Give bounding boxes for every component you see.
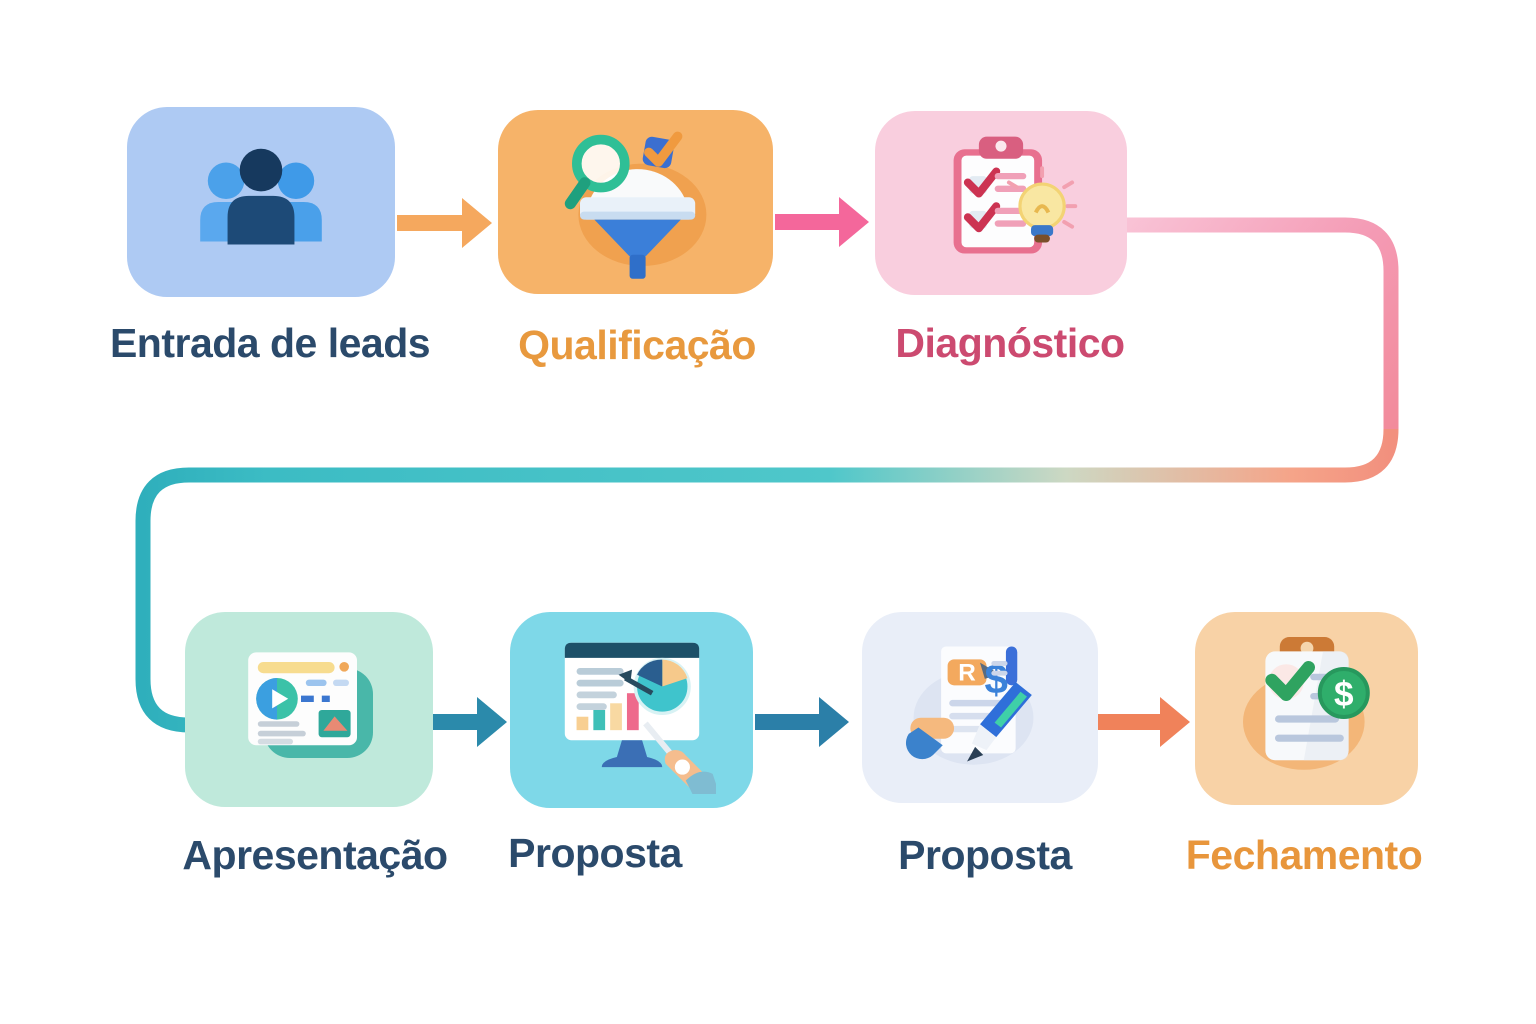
arrow-proposta-to-proposta (755, 697, 849, 747)
coin-currency-symbol: $ (1334, 674, 1354, 713)
funnel-search-icon (564, 131, 706, 279)
stage-card-qualificacao (498, 110, 773, 294)
stage-card-diagnostico (875, 111, 1127, 295)
doc-currency-symbol: $ (984, 655, 1007, 702)
stage-label-apresentacao: Apresentação (182, 832, 448, 878)
stage-label-qualificacao: Qualificação (518, 322, 756, 368)
arrow-entrada-to-qualificacao (397, 198, 492, 248)
stage-card-apresentacao (185, 612, 433, 807)
doc-badge-letter: R (958, 659, 976, 686)
presentation-slide-icon (248, 651, 373, 758)
stage-label-diagnostico: Diagnóstico (895, 320, 1125, 366)
stage-label-proposta-1: Proposta (508, 830, 682, 876)
people-group-icon (200, 148, 322, 245)
stage-label-entrada-de-leads: Entrada de leads (109, 320, 431, 366)
pipe-diagnostico-down (1127, 217, 1399, 429)
pipe-loop-to-apresentacao (135, 428, 1399, 733)
stage-label-proposta-2: Proposta (898, 832, 1072, 878)
arrow-qualificacao-to-diagnostico (775, 197, 869, 247)
clipboard-coin-icon: $ (1242, 636, 1370, 770)
clipboard-lightbulb-icon (953, 136, 1078, 254)
monitor-charts-icon (564, 642, 716, 794)
stage-card-proposta-apresentada (510, 612, 753, 808)
stage-label-fechamento: Fechamento (1185, 832, 1423, 878)
arrow-proposta-to-fechamento (1096, 697, 1190, 747)
document-currency-icon: R $ (905, 645, 1034, 765)
stage-card-entrada-de-leads (127, 107, 395, 297)
arrow-apresentacao-to-proposta (428, 697, 507, 747)
stage-card-fechamento: $ (1195, 612, 1418, 805)
stage-card-proposta-enviada: R $ (862, 612, 1098, 803)
